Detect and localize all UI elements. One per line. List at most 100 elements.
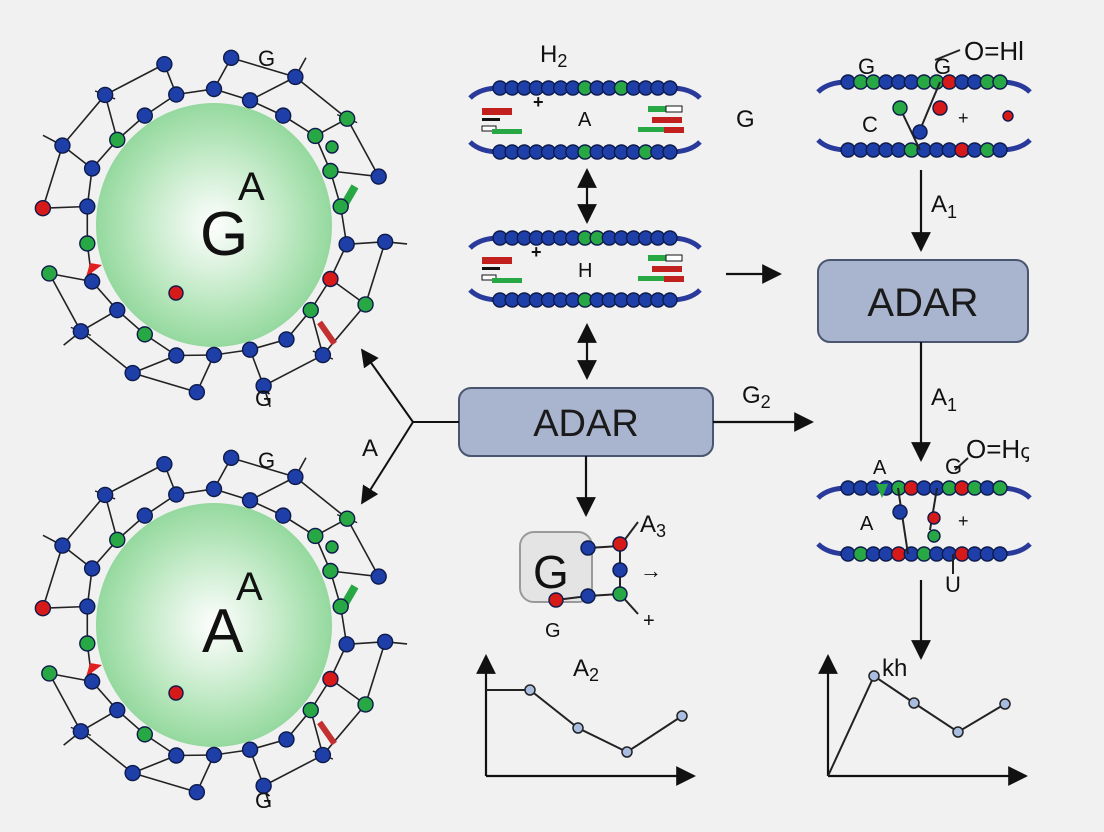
nucleotide-node xyxy=(205,746,223,764)
nucleotide-node xyxy=(168,285,184,301)
crossing-bond xyxy=(919,81,941,131)
ring-bond xyxy=(294,76,348,120)
nucleotide-node xyxy=(241,492,259,509)
ring-bond xyxy=(80,330,134,374)
nucleotide-node xyxy=(322,162,339,180)
right-bottom-a: A xyxy=(873,457,887,479)
top-left-rna-ring xyxy=(34,49,408,408)
nucleotide-node xyxy=(54,537,71,554)
ring-bond xyxy=(346,118,380,177)
nucleotide-node xyxy=(287,468,304,486)
duplex-mid-inner: H xyxy=(578,260,592,282)
nucleotide-node xyxy=(865,546,882,562)
ring-bond xyxy=(230,57,296,78)
g2-label: G2 xyxy=(742,382,771,412)
ring-bond xyxy=(263,354,324,387)
nucleotide-node xyxy=(205,480,223,498)
nucleotide-node xyxy=(79,635,96,652)
nucleotide-node xyxy=(222,49,240,67)
nucleotide-node xyxy=(662,144,678,160)
nucleotide-node xyxy=(168,347,185,364)
base-pair-bar xyxy=(652,266,682,272)
right-mini-plot xyxy=(818,654,1028,786)
base-pair-bar xyxy=(492,129,522,134)
base-pair-bar xyxy=(665,105,683,113)
nucleotide-node xyxy=(168,86,185,103)
a1-top-label: A1 xyxy=(931,191,957,222)
right-bottom-a2: A xyxy=(860,513,874,535)
ring-bond xyxy=(104,463,165,496)
nucleotide-node xyxy=(332,598,349,615)
nucleotide-node xyxy=(927,511,941,525)
nucleotide-node xyxy=(903,142,920,158)
a2-label: A2 xyxy=(573,655,599,685)
ring-accent xyxy=(86,263,102,277)
nucleotide-node xyxy=(892,504,908,520)
adar-center-label: ADAR xyxy=(533,403,639,445)
nucleotide-node xyxy=(916,546,932,562)
ring-bond xyxy=(48,673,82,732)
ring-bond xyxy=(364,641,386,705)
nucleotide-node xyxy=(357,296,374,313)
nucleotide-node xyxy=(1002,110,1014,122)
nucleotide-node xyxy=(992,480,1008,496)
nucleotide-node xyxy=(928,142,945,158)
ring-bond xyxy=(249,476,296,501)
nucleotide-node xyxy=(278,731,295,748)
nucleotide-node xyxy=(205,346,223,364)
nucleotide-node xyxy=(966,546,983,562)
nucleotide-node xyxy=(376,633,394,650)
ring-bond xyxy=(104,63,165,96)
nucleotide-node xyxy=(912,124,928,140)
ring-bond xyxy=(294,476,348,520)
nucleotide-node xyxy=(156,455,173,473)
nucleotide-node xyxy=(941,142,958,158)
nucleotide-node xyxy=(338,510,356,527)
adar-right-box[interactable] xyxy=(817,259,1029,343)
nucleotide-node xyxy=(852,546,869,562)
nucleotide-node xyxy=(548,592,564,608)
ring-bottom-label-bottom: G xyxy=(255,788,272,813)
right-plot-line xyxy=(827,674,1006,777)
nucleotide-node xyxy=(992,74,1008,90)
nucleotide-letter: G xyxy=(533,546,569,598)
duplex-mid-plus: + xyxy=(531,242,542,262)
nucleotide-node xyxy=(188,383,206,401)
right-top-rna-duplex xyxy=(816,49,1032,158)
nucleotide-node xyxy=(325,140,339,154)
base-pair-bar xyxy=(638,276,664,281)
ring-top-sup-letter: A xyxy=(238,165,265,209)
ring-bond xyxy=(42,145,64,209)
center-mini-plot xyxy=(476,654,696,786)
nucleotide-node xyxy=(278,331,295,348)
nucleotide-node xyxy=(979,480,996,496)
nucleotide-node xyxy=(307,127,324,145)
base-pair-bar xyxy=(482,267,500,270)
nucleotide-node xyxy=(314,346,332,364)
nucleotide-node xyxy=(307,527,324,545)
nucleotide-node xyxy=(255,377,272,395)
nucleotide-node xyxy=(79,598,96,615)
base-pair-bar xyxy=(482,118,500,121)
nucleotide-node xyxy=(890,74,907,90)
nucleotide-node xyxy=(168,486,185,503)
ring-bond xyxy=(48,273,82,332)
right-plot-point xyxy=(868,670,880,682)
nucleotide-node xyxy=(662,230,678,246)
nucleotide-node xyxy=(966,74,983,90)
nucleotide-node xyxy=(966,142,983,158)
right-bottom-g: G xyxy=(945,454,962,479)
nucleotide-node xyxy=(916,480,932,496)
nucleotide-node xyxy=(54,137,71,154)
nucleotide-node xyxy=(954,546,970,562)
base-pair-bar xyxy=(481,125,497,132)
mini-plot-line xyxy=(486,689,683,754)
nucleotide-node xyxy=(255,777,272,795)
arrow-to-top-ring xyxy=(360,348,414,423)
nucleotide-node xyxy=(966,480,983,496)
nucleotide-node xyxy=(72,723,90,740)
base-pair-bar xyxy=(664,127,684,133)
nucleotide-node xyxy=(83,673,101,690)
nucleotide-bottom: G xyxy=(545,620,561,642)
nucleotide-node xyxy=(890,142,907,158)
